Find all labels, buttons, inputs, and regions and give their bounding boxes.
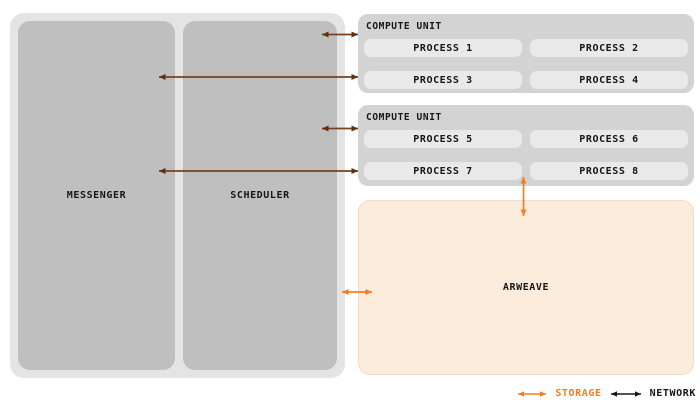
legend-network-label: NETWORK [649,388,696,399]
compute-unit-1: COMPUTE UNIT PROCESS 1 PROCESS 2 PROCESS… [358,14,694,93]
scheduler-unit: SCHEDULER [183,21,337,370]
process-8-box: PROCESS 8 [530,162,688,180]
process-6-label: PROCESS 6 [579,133,639,145]
scheduler-label: SCHEDULER [230,190,290,201]
process-4-label: PROCESS 4 [579,74,639,86]
process-1-box: PROCESS 1 [364,39,522,57]
arweave-label: ARWEAVE [502,282,550,293]
network-arrow-icon [610,390,641,397]
process-3-box: PROCESS 3 [364,71,522,89]
compute-unit-2: COMPUTE UNIT PROCESS 5 PROCESS 6 PROCESS… [358,105,694,186]
legend-storage-label: STORAGE [555,388,602,399]
messenger-unit: MESSENGER [18,21,175,370]
compute-unit-1-label: COMPUTE UNIT [366,21,442,32]
process-5-box: PROCESS 5 [364,130,522,148]
compute-unit-2-label: COMPUTE UNIT [366,112,442,123]
process-6-box: PROCESS 6 [530,130,688,148]
process-3-label: PROCESS 3 [413,74,473,86]
messenger-scheduler-container: MESSENGER SCHEDULER [10,13,345,378]
process-8-label: PROCESS 8 [579,165,639,177]
storage-arrow-icon [518,390,547,397]
process-1-label: PROCESS 1 [413,42,473,54]
process-5-label: PROCESS 5 [413,133,473,145]
process-4-box: PROCESS 4 [530,71,688,89]
process-7-box: PROCESS 7 [364,162,522,180]
process-2-label: PROCESS 2 [579,42,639,54]
legend: STORAGE NETWORK [516,388,696,399]
messenger-label: MESSENGER [66,190,127,201]
process-2-box: PROCESS 2 [530,39,688,57]
arweave-box: ARWEAVE [358,200,694,375]
process-7-label: PROCESS 7 [413,165,473,177]
